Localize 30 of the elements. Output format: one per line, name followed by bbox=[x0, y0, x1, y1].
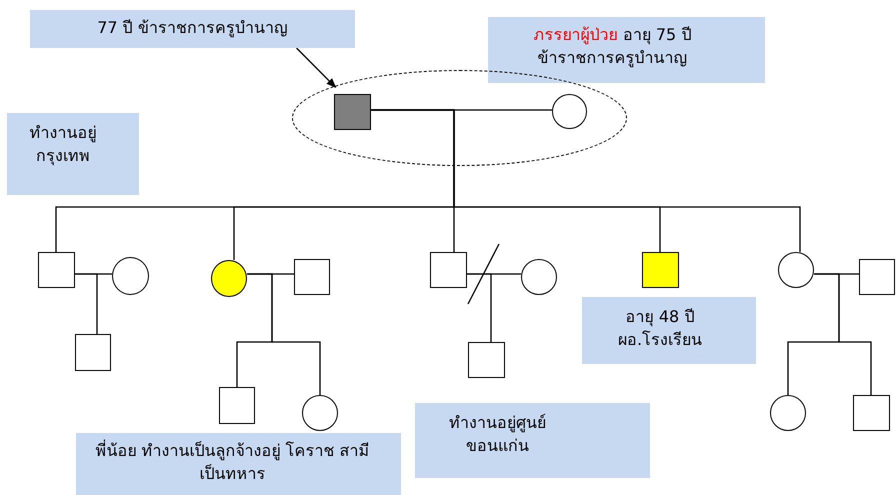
note-box: พี่น้อย ทำงานเป็นลูกจ้างอยู่ โคราช สามีเป็นทหาร bbox=[76, 433, 401, 495]
female-circle bbox=[211, 260, 247, 297]
male-square bbox=[334, 94, 371, 130]
male-square bbox=[853, 395, 890, 431]
female-circle bbox=[112, 257, 149, 295]
male-square bbox=[468, 342, 505, 378]
female-circle bbox=[302, 395, 338, 431]
note-box: ทำงานอยู่ กรุงเทพ bbox=[7, 113, 139, 195]
male-square bbox=[859, 259, 895, 295]
male-square bbox=[642, 252, 679, 288]
note-box: ทำงานอยู่ศูนย์ ขอนแก่น bbox=[415, 403, 650, 478]
relationship-line bbox=[75, 273, 98, 334]
couple-ellipse bbox=[292, 70, 627, 166]
relationship-line bbox=[247, 273, 321, 395]
male-square bbox=[75, 334, 111, 371]
male-square bbox=[430, 252, 467, 288]
male-square bbox=[38, 252, 75, 288]
note-box: ภรรยาผู้ป่วย อายุ 75 ปี ข้าราชการครูบำนาญ bbox=[488, 17, 765, 83]
male-square bbox=[294, 259, 330, 295]
note-box: 77 ปี ข้าราชการครูบำนาญ bbox=[30, 10, 355, 48]
female-circle bbox=[778, 252, 814, 288]
note-box: อายุ 48 ปี ผอ.โรงเรียน bbox=[582, 297, 756, 364]
male-square bbox=[219, 387, 255, 424]
female-circle bbox=[552, 94, 587, 129]
female-circle bbox=[770, 395, 806, 431]
female-circle bbox=[521, 259, 557, 295]
relationship-line bbox=[467, 273, 492, 342]
relationship-line bbox=[371, 109, 801, 252]
relationship-line bbox=[814, 273, 872, 395]
arrow bbox=[296, 48, 336, 88]
